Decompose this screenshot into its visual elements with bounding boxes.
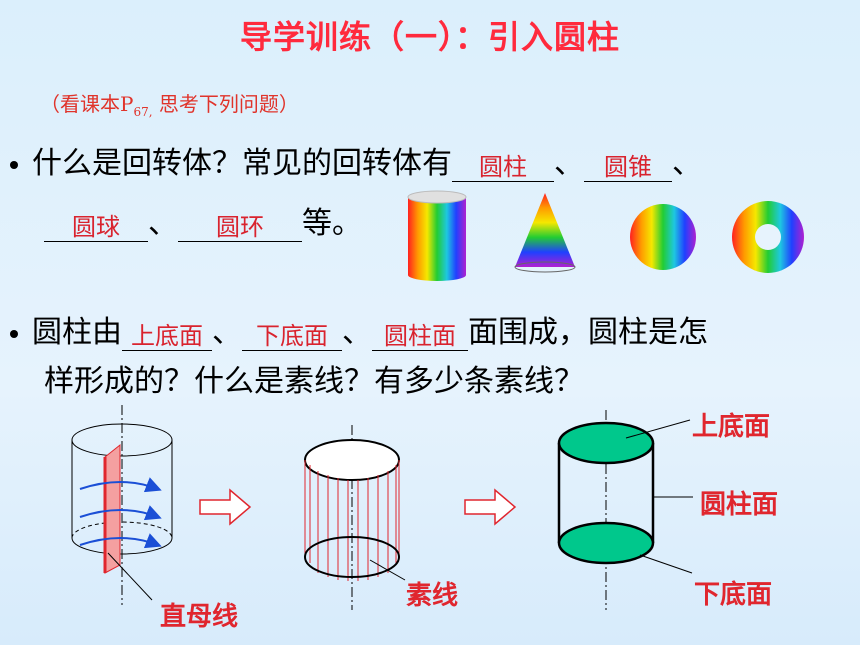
right-arrow-icon	[464, 488, 517, 526]
q1-sep-1: 、	[554, 146, 584, 181]
q2-text-a: 圆柱由	[32, 315, 122, 350]
answer-torus: 圆环	[216, 213, 264, 241]
q2-sep-1: 、	[212, 315, 242, 350]
q1-text: 什么是回转体？常见的回转体有	[32, 146, 452, 181]
hint-prefix: （看课本P	[40, 92, 134, 116]
rainbow-torus-icon	[732, 201, 804, 273]
q2-sep-2: 、	[342, 315, 372, 350]
answer-cylinder-face: 圆柱面	[384, 322, 456, 350]
answer-cylinder: 圆柱	[479, 153, 527, 181]
answer-top-face: 上底面	[131, 322, 203, 350]
question-2-line-1: 圆柱由上底面、下底面、圆柱面面围成，圆柱是怎	[10, 307, 708, 351]
answer-cone: 圆锥	[604, 153, 652, 181]
cylinder-formation-diagram	[71, 405, 693, 610]
answer-sphere: 圆球	[72, 213, 120, 241]
rainbow-sphere-icon	[630, 204, 696, 270]
question-1-line-1: 什么是回转体？常见的回转体有圆柱、圆锥、	[10, 138, 702, 182]
answer-blank-4: 圆环	[178, 211, 302, 242]
answer-blank-5: 上底面	[122, 320, 212, 351]
q1-end-text: 等。	[302, 206, 362, 241]
q2-text-b: 面围成，圆柱是怎	[468, 315, 708, 350]
label-generatrix: 直母线	[160, 602, 239, 632]
answer-blank-6: 下底面	[242, 320, 342, 351]
page-title: 导学训练（一）：引入圆柱	[239, 18, 620, 56]
label-bottom-face: 下底面	[694, 580, 773, 610]
rainbow-solids	[407, 190, 804, 281]
answer-blank-2: 圆锥	[584, 151, 672, 182]
rainbow-cone-icon	[514, 193, 576, 273]
hint-page-number: 67,	[133, 105, 153, 119]
reading-hint: （看课本P67, 思考下列问题）	[40, 88, 299, 119]
question-2-line-2: 样形成的？什么是素线？有多少条素线？	[44, 364, 584, 399]
answer-blank-7: 圆柱面	[372, 320, 468, 351]
q1-sep-3: 、	[148, 206, 178, 241]
bullet-icon	[10, 329, 18, 338]
answer-blank-1: 圆柱	[452, 151, 554, 182]
bullet-icon	[10, 160, 18, 169]
rotation-diagram	[71, 405, 173, 605]
q1-sep-2: 、	[672, 146, 702, 181]
label-element-line: 素线	[406, 581, 459, 611]
hint-suffix: 思考下列问题）	[152, 92, 299, 116]
answer-bottom-face: 下底面	[256, 322, 328, 350]
answer-blank-3: 圆球	[44, 211, 148, 242]
cylinder-faces-diagram	[557, 410, 693, 610]
rainbow-cylinder-icon	[407, 190, 467, 281]
label-top-face: 上底面	[692, 412, 771, 442]
right-arrow-icon	[199, 488, 252, 526]
question-1-line-2: 圆球、 圆环 等。	[44, 198, 362, 242]
element-lines-diagram	[304, 425, 406, 610]
label-cylinder-face: 圆柱面	[700, 490, 779, 520]
